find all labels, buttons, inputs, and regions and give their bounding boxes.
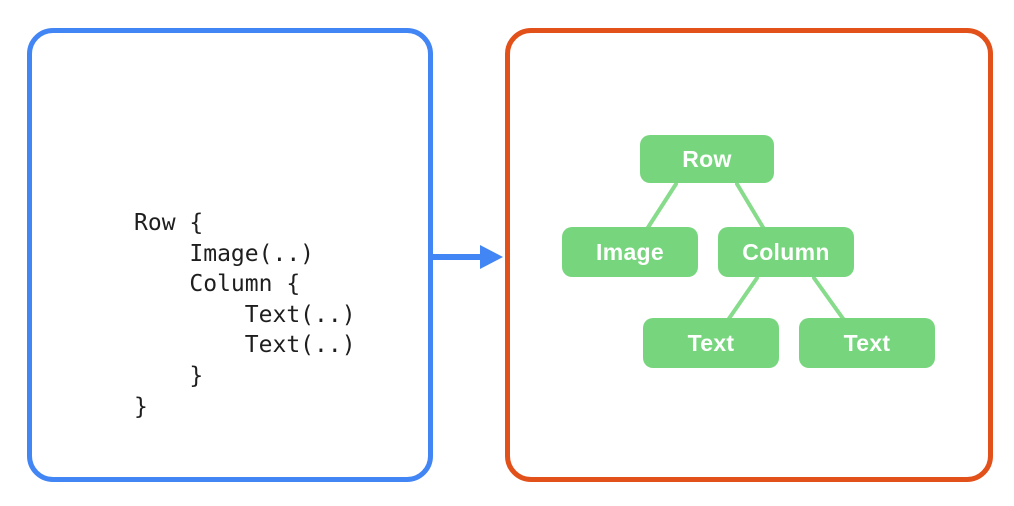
tree-node-column: Column xyxy=(718,227,854,277)
tree-node-row: Row xyxy=(640,135,774,183)
tree-node-image: Image xyxy=(562,227,698,277)
code-panel: Row { Image(..) Column { Text(..) Text(.… xyxy=(27,28,433,482)
tree-node-text-second: Text xyxy=(799,318,935,368)
tree-node-text-first: Text xyxy=(643,318,779,368)
code-block: Row { Image(..) Column { Text(..) Text(.… xyxy=(134,210,356,420)
right-arrow-icon xyxy=(432,245,503,269)
